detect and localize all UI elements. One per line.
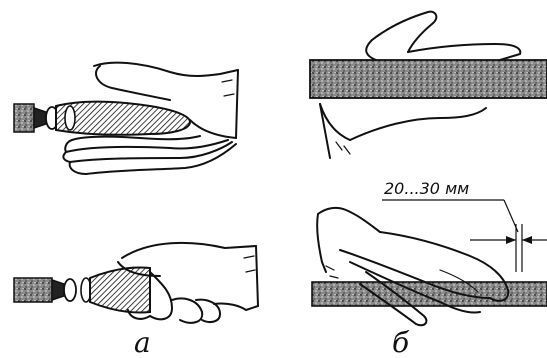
file-bar-bottom xyxy=(312,282,547,306)
panel-a-gripped-hand xyxy=(14,243,258,323)
file-bar-top xyxy=(310,60,547,98)
chisel-handle-top xyxy=(46,102,190,135)
panel-b-file-top xyxy=(310,12,547,158)
chisel-blade-bottom xyxy=(14,278,64,302)
flat-hand-bottom xyxy=(317,208,508,325)
dimension-indicator: 20...30 мм xyxy=(382,179,547,272)
panel-label-a: а xyxy=(134,326,151,358)
panel-b-file-bottom: 20...30 мм xyxy=(312,179,547,325)
panel-label-b: б xyxy=(392,326,410,358)
dimension-label: 20...30 мм xyxy=(384,179,469,198)
chisel-blade-top xyxy=(14,104,46,132)
panel-a-open-hand xyxy=(14,63,238,174)
